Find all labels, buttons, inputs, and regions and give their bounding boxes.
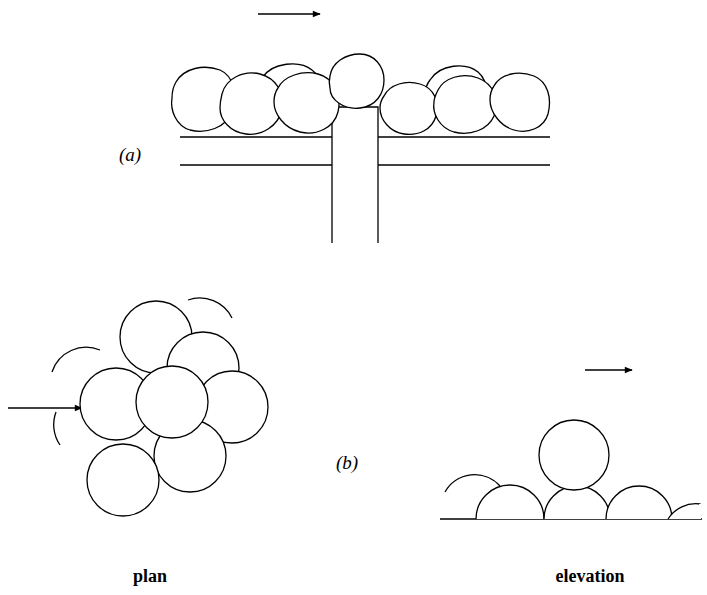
flow-arrow bbox=[8, 407, 82, 408]
bed-spheres bbox=[445, 420, 700, 519]
view-label: plan bbox=[133, 567, 167, 585]
channel-line bbox=[378, 164, 550, 165]
flow-arrow bbox=[585, 369, 632, 370]
partial-sphere bbox=[52, 347, 100, 372]
partial-sphere bbox=[54, 412, 60, 445]
channel-line bbox=[180, 136, 332, 137]
view-label: elevation bbox=[556, 567, 625, 585]
part-label: (a) bbox=[119, 145, 141, 164]
post bbox=[332, 107, 378, 243]
channel-line bbox=[180, 164, 332, 165]
stones-front bbox=[172, 54, 550, 134]
flow-arrow bbox=[258, 13, 320, 14]
plan-spheres bbox=[80, 301, 268, 516]
partial-sphere bbox=[188, 298, 232, 318]
channel-line bbox=[378, 136, 550, 137]
part-label: (b) bbox=[336, 453, 358, 472]
